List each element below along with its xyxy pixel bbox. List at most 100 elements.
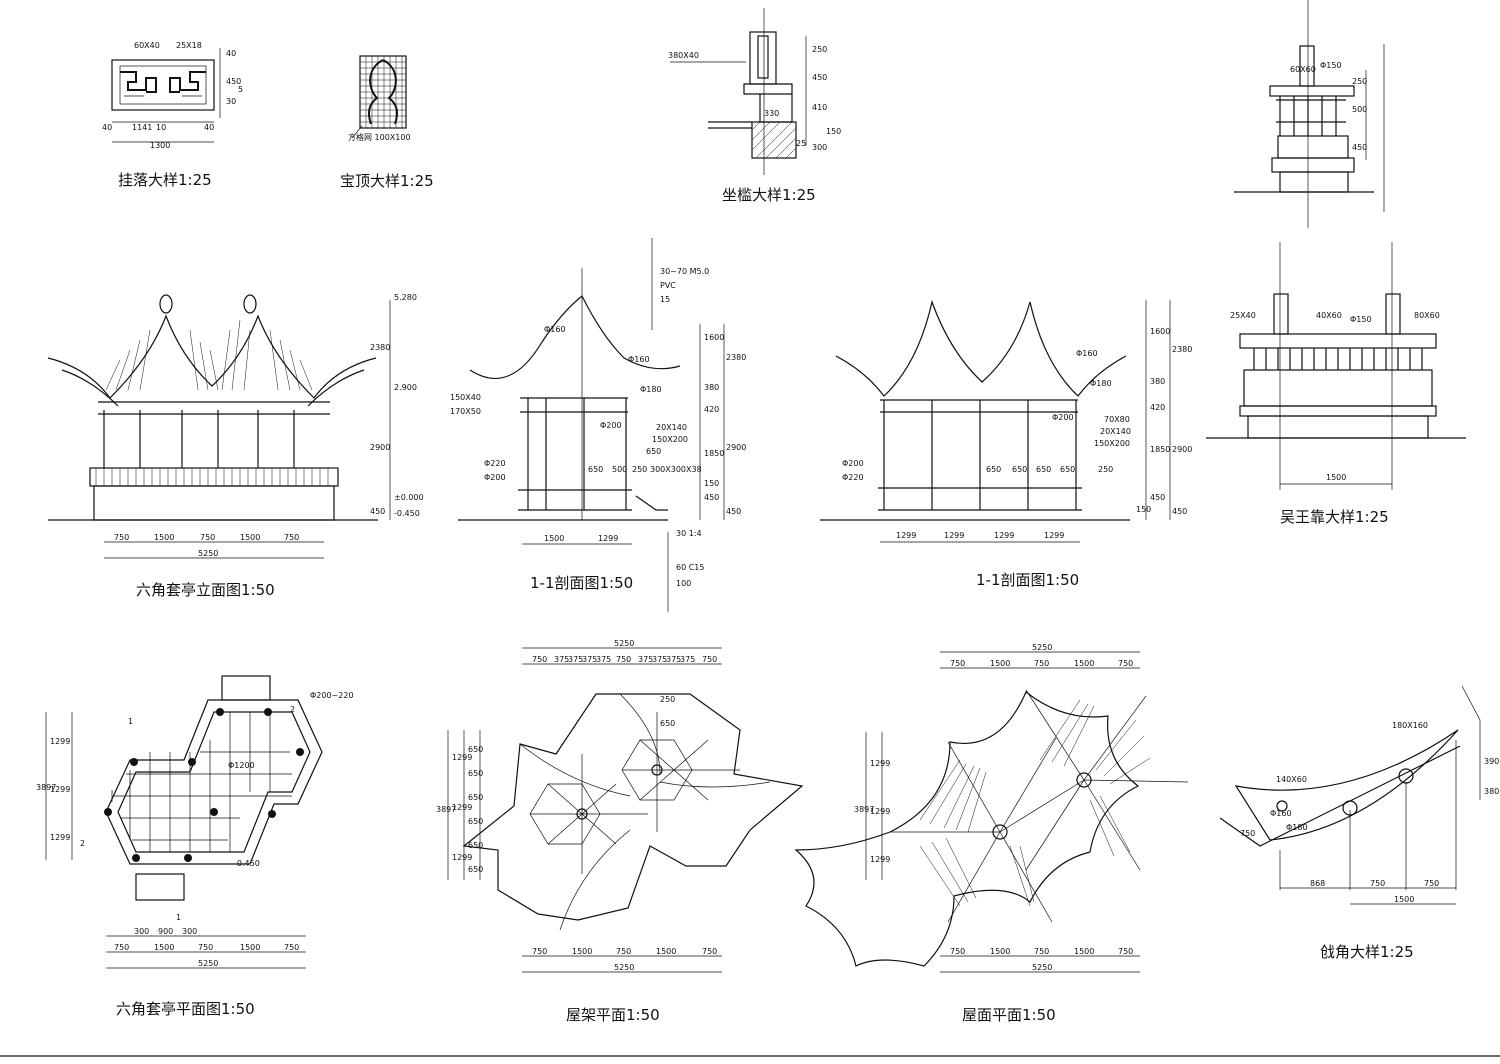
roof-plan: 5250 750 1500 750 1500 750 1299 1299 129…	[794, 643, 1189, 1024]
section-b: Φ160 Φ180 Φ200 70X80 20X140 150X200 Φ200…	[820, 299, 1192, 589]
rp-side-dim-2: 1299	[870, 807, 890, 816]
rp-top-dim-3: 750	[1034, 659, 1049, 668]
qj-title: 戗角大样1:25	[1320, 943, 1414, 961]
sec-a-label-10: Φ220	[484, 459, 506, 468]
sec-a-label-7: 150X40	[450, 393, 481, 402]
wwk-title: 吴王靠大样1:25	[1280, 508, 1389, 526]
wwk-label-4: 80X60	[1414, 311, 1440, 320]
rp-side-dim-1: 1299	[870, 759, 890, 768]
plan-label-4: 1	[128, 717, 133, 726]
sec-a-label-5: Φ160	[628, 355, 650, 364]
rf-top-dim-4: 375	[582, 655, 597, 664]
sec-a-dim-v-1: 1600	[704, 333, 724, 342]
rf-inner-1: 250	[660, 695, 675, 704]
sec-a-label-6: Φ180	[640, 385, 662, 394]
sec-b-label-13: 250	[1098, 465, 1113, 474]
elev-dim-v-3: 450	[370, 507, 385, 516]
sec-a-label-11: Φ200	[484, 473, 506, 482]
rp-bottom-dim-2: 1500	[990, 947, 1010, 956]
qj-label-5: 750	[1240, 829, 1255, 838]
rf-title: 屋架平面1:50	[566, 1006, 660, 1024]
plan-dim-h-1: 750	[114, 943, 129, 952]
sec-b-label-10: 650	[1012, 465, 1027, 474]
wwk-label-3: Φ150	[1350, 315, 1372, 324]
sec-b-dim-v-8: 450	[1150, 493, 1165, 502]
sec-b-label-7: Φ200	[842, 459, 864, 468]
qiangjiao-detail: 180X160 140X60 Φ180 Φ160 750 390 380 868…	[1219, 685, 1499, 961]
wwk-dim: 1500	[1326, 473, 1346, 482]
wwk-label-2: 40X60	[1316, 311, 1342, 320]
rf-side-dim-8: 650	[468, 841, 483, 850]
sec-a-dim-v-9: 450	[726, 507, 741, 516]
rf-side-dim-5: 650	[468, 793, 483, 802]
rp-bottom-dim-4: 1500	[1074, 947, 1094, 956]
qj-label-2: 140X60	[1276, 775, 1307, 784]
sec-b-dim-h-4: 1299	[1044, 531, 1064, 540]
gualuo-dim-7: 10	[156, 123, 166, 132]
elev-dim-v-2: 2900	[370, 443, 390, 452]
sec-a-label-9: Φ200	[600, 421, 622, 430]
gualuo-label-2: 25X18	[176, 41, 202, 50]
gualuo-title: 挂落大样1:25	[118, 171, 212, 189]
sec-b-label-12: 650	[1060, 465, 1075, 474]
sec-b-label-8: Φ220	[842, 473, 864, 482]
plan-dim-h-a-2: 900	[158, 927, 173, 936]
rf-top-dim-7: 375	[638, 655, 653, 664]
qj-dim-v-1: 390	[1484, 757, 1499, 766]
plan-label-7: 2	[290, 705, 295, 714]
zuokan-dim-3: 410	[812, 103, 827, 112]
rf-bottom-dim-5: 750	[702, 947, 717, 956]
sec-a-label-2: PVC	[660, 281, 676, 290]
plan-title: 六角套亭平面图1:50	[116, 1000, 255, 1018]
plan-dim-h-a-1: 300	[134, 927, 149, 936]
elev-dim-v-1: 2380	[370, 343, 390, 352]
sec-b-label-3: Φ200	[1052, 413, 1074, 422]
qj-label-1: 180X160	[1392, 721, 1428, 730]
plan-dim-v-2: 1299	[50, 785, 70, 794]
sec-b-label-6: 150X200	[1094, 439, 1130, 448]
sec-a-dim-v-4: 420	[704, 405, 719, 414]
zuokan-label: 380X40	[668, 51, 699, 60]
plan-dim-total: 5250	[198, 959, 218, 968]
rp-top-dim-2: 1500	[990, 659, 1010, 668]
rf-side-dim-9: 650	[468, 865, 483, 874]
rp-bottom-total: 5250	[1032, 963, 1052, 972]
rf-side-dim-7: 1299	[452, 853, 472, 862]
sec-a-dim-v-6: 2900	[726, 443, 746, 452]
elev-dim-h-3: 750	[200, 533, 215, 542]
rp-top-dim-4: 1500	[1074, 659, 1094, 668]
elev-dim-total: 5250	[198, 549, 218, 558]
rp-side-dim-3: 1299	[870, 855, 890, 864]
elev-level-4: -0.450	[394, 509, 420, 518]
rp-top-total: 5250	[1032, 643, 1052, 652]
sec-b-dim-v-6: 2900	[1172, 445, 1192, 454]
sec-b-label-9: 650	[986, 465, 1001, 474]
rf-top-dim-2: 375	[554, 655, 569, 664]
sec-b-dim-h-2: 1299	[944, 531, 964, 540]
sec-b-label-11: 650	[1036, 465, 1051, 474]
elev-dim-h-5: 750	[284, 533, 299, 542]
qj-dim-h-4: 1500	[1394, 895, 1414, 904]
zuokan-dim-4: 150	[826, 127, 841, 136]
plan-label-2: Φ1200	[228, 761, 255, 770]
sec-a-dim-v-2: 380	[704, 383, 719, 392]
sec-b-dim-v-1: 1600	[1150, 327, 1170, 336]
rf-top-dim-8: 375	[652, 655, 667, 664]
elev-level-1: 5.280	[394, 293, 417, 302]
sec-b-label-5: 20X140	[1100, 427, 1131, 436]
rf-top-dim-5: 375	[596, 655, 611, 664]
sec-a-label-8: 170X50	[450, 407, 481, 416]
railing-label-2: Φ150	[1320, 61, 1342, 70]
rp-bottom-dim-5: 750	[1118, 947, 1133, 956]
plan-label-3: -0.450	[234, 859, 260, 868]
sec-a-dim-h-1: 1500	[544, 534, 564, 543]
zuokan-dim-1: 250	[812, 45, 827, 54]
sec-b-label-4: 70X80	[1104, 415, 1130, 424]
sec-a-label-20: 60 C15	[676, 563, 705, 572]
rp-title: 屋面平面1:50	[962, 1006, 1056, 1024]
qj-label-3: Φ180	[1286, 823, 1308, 832]
rf-top-total: 5250	[614, 639, 634, 648]
sec-a-dim-v-7: 150	[704, 479, 719, 488]
rf-bottom-dim-2: 1500	[572, 947, 592, 956]
